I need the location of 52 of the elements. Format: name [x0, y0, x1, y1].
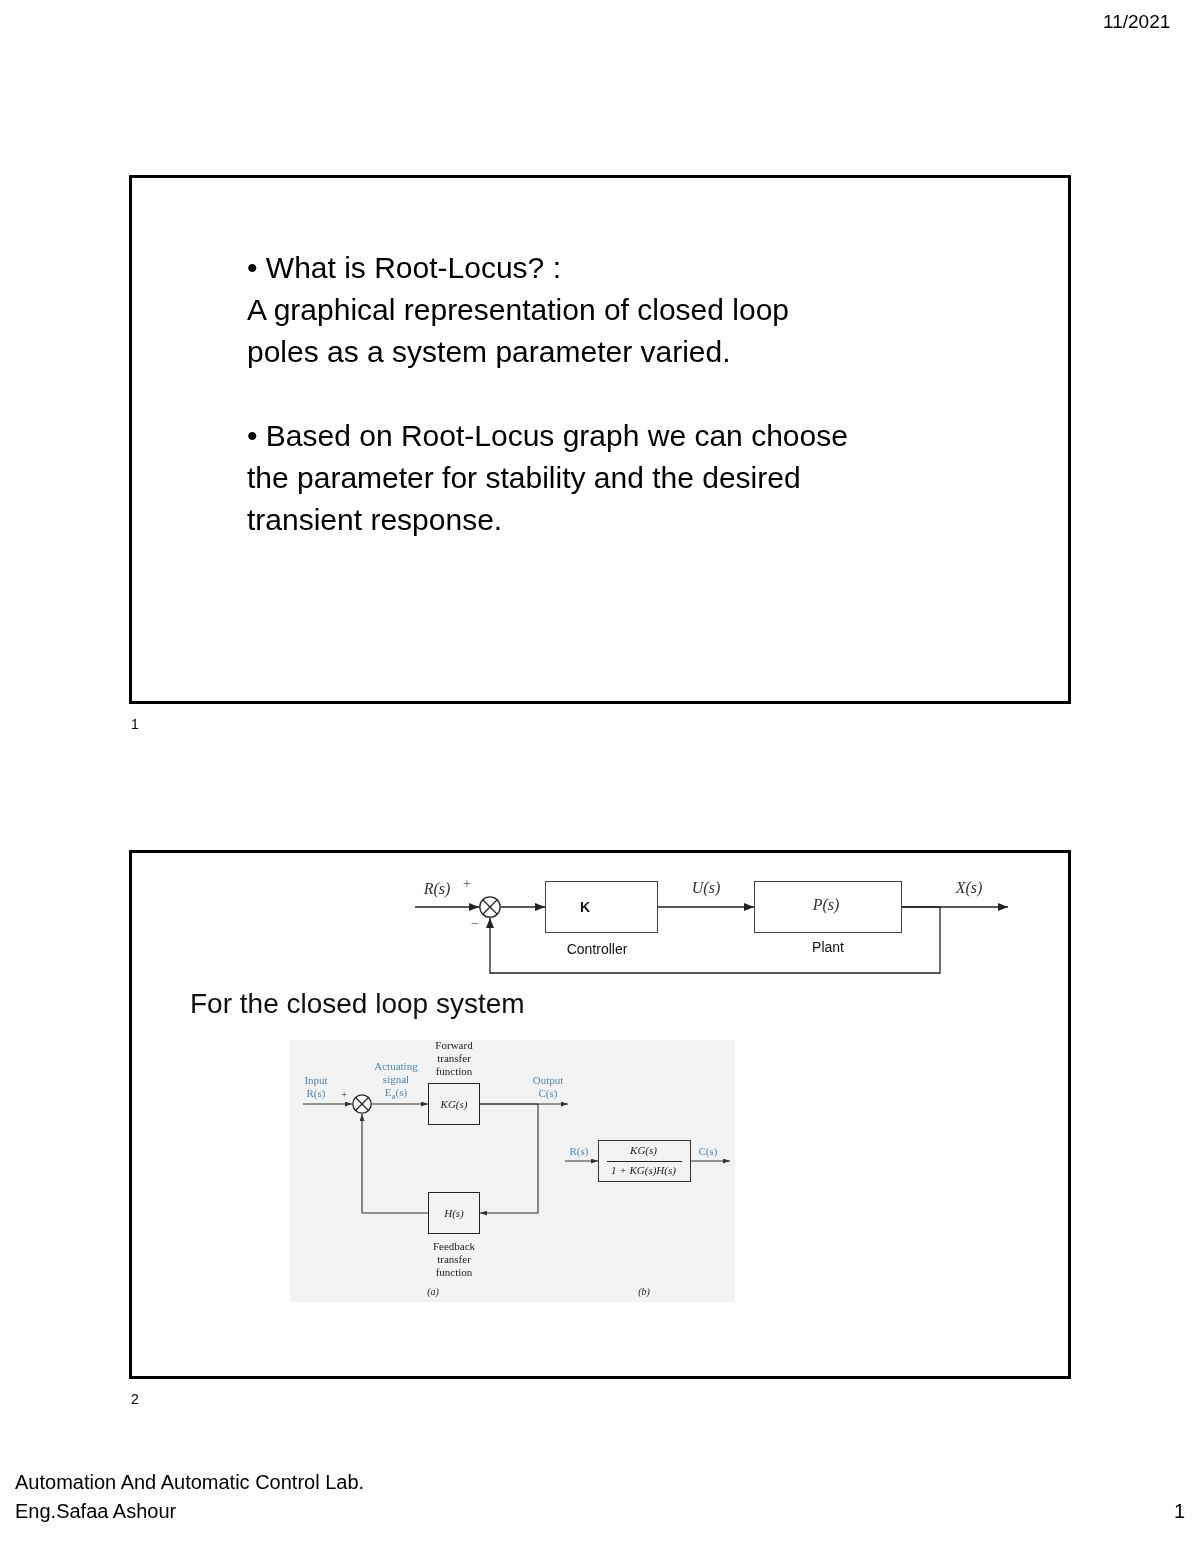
date-label: 11/2021	[1103, 11, 1171, 33]
denominator-text: 1 + KG(s)H(s)	[611, 1163, 676, 1177]
block-text: K	[579, 899, 591, 916]
block-text: KG(s)	[440, 1098, 468, 1111]
sign-label: +	[341, 1088, 348, 1100]
slide-frame	[129, 175, 1071, 704]
block-text: H(s)	[444, 1207, 464, 1220]
footer-text: Eng.Safaa Ashour	[15, 1499, 177, 1523]
signal-label: X(s)	[955, 878, 983, 897]
feedback-arrow	[479, 1103, 539, 1216]
signal-arrow	[500, 903, 546, 911]
slide-frame	[129, 850, 1071, 1379]
bullet-point: • Based on Root-Locus graph we can choose the parameter for stability and the desired transient response.	[247, 418, 849, 538]
subfigure-label: (b)	[638, 1286, 650, 1298]
signal-arrow	[371, 1101, 429, 1107]
signal-label: Actuating signal E$_{a}$(s)	[373, 1060, 419, 1104]
block-caption: Plant	[812, 939, 844, 956]
footer-text: Automation And Automatic Control Lab.	[15, 1470, 365, 1494]
block-caption: Feedback transfer function	[431, 1240, 477, 1279]
signal-arrow	[657, 903, 755, 911]
summing-junction-symbol	[352, 1094, 372, 1114]
signal-label: C(s)	[698, 1145, 718, 1158]
slide-heading: For the closed loop system	[190, 988, 525, 1020]
feedback-arrow	[359, 1113, 429, 1214]
block-caption: Controller	[566, 941, 628, 958]
forward-block	[428, 1083, 480, 1125]
signal-label: R(s)	[423, 879, 451, 898]
slide-number: 1	[131, 716, 139, 732]
paragraph: A graphical representation of closed loop poles as a system parameter varied.	[247, 292, 791, 370]
page-number: 1	[1174, 1499, 1186, 1523]
feedback-arrow	[486, 906, 941, 974]
signal-arrow	[690, 1158, 731, 1164]
summing-junction-symbol	[479, 896, 501, 918]
signal-arrow	[302, 1101, 353, 1107]
block-text: P(s)	[812, 895, 840, 914]
signal-label: Output C(s)	[531, 1074, 565, 1100]
bullet-point: • What is Root-Locus? :	[247, 250, 562, 286]
signal-label: Input R(s)	[303, 1074, 329, 1100]
plant-block	[754, 881, 902, 933]
subfigure-label: (a)	[427, 1286, 439, 1298]
controller-block	[545, 881, 658, 933]
feedback-block	[428, 1192, 480, 1234]
sign-label: +	[463, 876, 471, 892]
numerator-text: KG(s)	[630, 1143, 657, 1157]
signal-arrow	[564, 1158, 599, 1164]
sign-label: −	[471, 916, 479, 932]
signal-arrow	[414, 903, 480, 911]
signal-label: R(s)	[569, 1145, 589, 1158]
slide-number: 2	[131, 1391, 139, 1407]
block-caption: Forward transfer function	[434, 1039, 474, 1078]
closed-loop-block	[598, 1140, 691, 1182]
signal-label: U(s)	[691, 878, 721, 897]
